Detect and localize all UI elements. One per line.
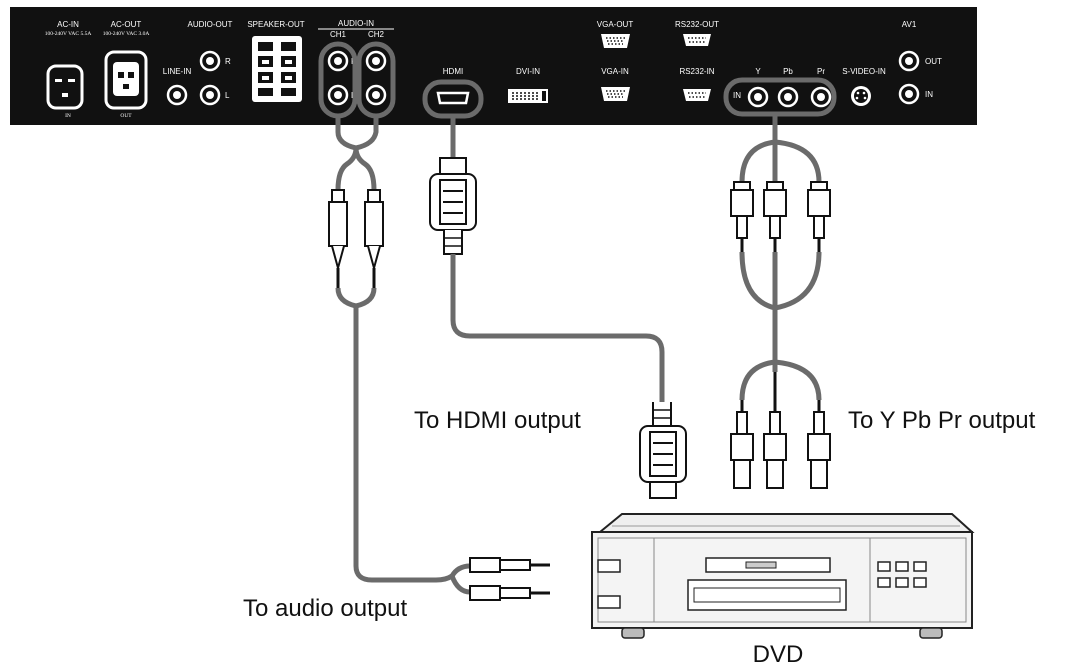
audio-in-title: AUDIO-IN xyxy=(338,19,374,28)
hdmi-output-label: To HDMI output xyxy=(414,407,581,434)
ypbpr-plug-top-pb xyxy=(762,180,788,254)
ac-in-rating: 100-240V VAC 5.5A xyxy=(45,31,92,37)
ypbpr-in-label: IN xyxy=(733,91,741,100)
audio-out-r-label: R xyxy=(225,57,231,66)
line-in-label: LINE-IN xyxy=(163,67,192,76)
ac-out-title: AC-OUT xyxy=(111,20,142,29)
ac-in-port: AC-IN 100-240V VAC 5.5A IN xyxy=(45,20,92,119)
av1-ports: AV1 OUT IN xyxy=(898,20,942,105)
ac-out-port: AC-OUT 100-240V VAC 3.0A OUT xyxy=(103,20,150,119)
speaker-out-title: SPEAKER-OUT xyxy=(247,20,304,29)
audio-out-ports: AUDIO-OUT R L LINE-IN xyxy=(163,20,233,106)
ypbpr-output-label: To Y Pb Pr output xyxy=(848,407,1036,434)
ypbpr-plug-bottom-y xyxy=(730,400,754,489)
s-video-in-port: S-VIDEO-IN xyxy=(842,67,886,106)
audio-rca-plug-right xyxy=(364,189,384,288)
ypbpr-plug-top-y xyxy=(729,180,755,254)
hdmi-label: HDMI xyxy=(443,67,463,76)
hdmi-plug-top xyxy=(429,157,477,255)
audio-in-ch2-label: CH2 xyxy=(368,30,385,39)
dvd-label: DVD xyxy=(753,641,804,667)
hdmi-plug-bottom xyxy=(639,402,687,499)
audio-output-plug-bottom xyxy=(469,585,550,601)
av1-title: AV1 xyxy=(902,20,917,29)
audio-output-plug-top xyxy=(469,557,550,573)
rs232-in-port: RS232-IN xyxy=(679,67,715,101)
dvd-player xyxy=(591,513,975,639)
s-video-in-label: S-VIDEO-IN xyxy=(842,67,886,76)
ac-in-label: IN xyxy=(65,113,71,119)
av1-in-label: IN xyxy=(925,90,933,99)
ypbpr-cable xyxy=(729,114,832,489)
audio-in-ch1-label: CH1 xyxy=(330,30,347,39)
audio-rca-plug-left xyxy=(328,189,348,288)
hdmi-cable xyxy=(429,116,687,499)
rs232-in-label: RS232-IN xyxy=(679,67,714,76)
vga-in-port: VGA-IN xyxy=(601,67,630,101)
audio-out-l-label: L xyxy=(225,91,230,100)
pb-label: Pb xyxy=(783,67,793,76)
ac-in-title: AC-IN xyxy=(57,20,79,29)
rs232-out-port: RS232-OUT xyxy=(675,20,719,46)
ypbpr-ports: Y Pb Pr IN xyxy=(723,67,837,117)
y-label: Y xyxy=(755,67,761,76)
ac-out-rating: 100-240V VAC 3.0A xyxy=(103,31,150,37)
audio-output-label: To audio output xyxy=(243,595,407,622)
av1-out-label: OUT xyxy=(925,57,942,66)
dvi-in-port: DVI-IN xyxy=(508,67,548,103)
vga-out-label: VGA-OUT xyxy=(597,20,634,29)
dvi-in-label: DVI-IN xyxy=(516,67,540,76)
ypbpr-plug-bottom-pb xyxy=(763,372,787,489)
vga-out-port: VGA-OUT xyxy=(597,20,634,48)
ypbpr-plug-top-pr xyxy=(806,180,832,254)
rs232-out-label: RS232-OUT xyxy=(675,20,719,29)
audio-out-title: AUDIO-OUT xyxy=(188,20,233,29)
vga-in-label: VGA-IN xyxy=(601,67,629,76)
speaker-out-terminal: SPEAKER-OUT xyxy=(247,20,305,102)
ac-out-label: OUT xyxy=(120,113,132,119)
ypbpr-plug-bottom-pr xyxy=(807,400,831,489)
ypbpr-highlight xyxy=(723,77,837,117)
audio-cable xyxy=(328,116,550,601)
pr-label: Pr xyxy=(817,67,825,76)
